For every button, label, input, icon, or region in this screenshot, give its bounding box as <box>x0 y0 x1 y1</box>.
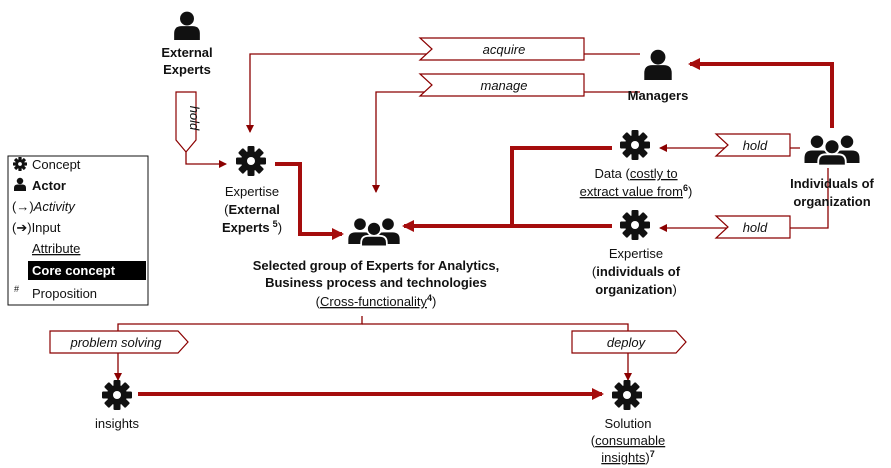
expertise-external-input <box>275 162 344 240</box>
selected-group-line1: Selected group of Experts for Analytics, <box>253 258 500 273</box>
data-prefix: Data ( <box>594 166 630 181</box>
data-gear-icon <box>620 130 650 160</box>
legend-gear-icon <box>13 157 27 171</box>
svg-text:organization): organization) <box>595 282 677 297</box>
data-concept: Data (costly to extract value from6) <box>580 130 693 199</box>
legend-proposition-mark: # <box>14 284 19 294</box>
problem-solving-label: problem solving <box>69 335 162 350</box>
expertise-external-paren-open: ( <box>224 202 229 217</box>
legend-activity: Activity <box>33 199 77 214</box>
selected-group-concept: Selected group of Experts for Analytics,… <box>253 217 500 309</box>
deploy-tag: deploy <box>571 330 687 354</box>
legend-input: Input <box>32 220 61 235</box>
deploy-arrow <box>362 323 632 381</box>
hold-expertise-arrow <box>659 168 829 232</box>
expertise-individuals-paren-open: ( <box>592 264 597 279</box>
hold-data-label: hold <box>743 138 768 153</box>
deploy-label: deploy <box>607 335 647 350</box>
legend-activity-prefix: (→) <box>12 199 34 214</box>
expertise-external-paren-close: ) <box>278 220 282 235</box>
solution-paren-close: ) <box>645 450 649 465</box>
individuals-label-line2: organization <box>793 194 870 209</box>
individuals-group-icon <box>803 134 861 166</box>
manage-label: manage <box>481 78 528 93</box>
selected-group-line2: Business process and technologies <box>265 275 487 290</box>
solution-underlined2: insights <box>601 450 646 465</box>
selected-group-paren-open: ( <box>316 294 321 309</box>
legend-input-prefix: (➔) <box>12 220 32 235</box>
expertise-external-sup: 5 <box>273 219 278 229</box>
selected-group-sup: 4 <box>427 293 432 303</box>
data-underlined1: costly to <box>630 166 678 181</box>
hold-external-tag: hold <box>175 91 202 153</box>
legend-core-concept: Core concept <box>32 263 116 278</box>
expertise-individuals-gear-icon <box>620 210 650 240</box>
solution-line1: Solution <box>605 416 652 431</box>
legend-attribute: Attribute <box>32 241 80 256</box>
selected-group-paren-close: ) <box>432 294 436 309</box>
manage-tag: manage <box>418 73 585 97</box>
svg-text:(Cross-functionality4): (Cross-functionality4) <box>316 293 437 309</box>
expertise-external-bold1: External <box>229 202 280 217</box>
svg-text:Data (costly to: Data (costly to <box>594 166 677 181</box>
solution-underlined1: consumable <box>595 433 665 448</box>
data-sup: 6 <box>683 183 688 193</box>
data-suffix: ) <box>688 184 692 199</box>
selected-group-underlined: Cross-functionality <box>320 294 427 309</box>
insights-gear-icon <box>102 380 132 410</box>
svg-text:(consumable: (consumable <box>591 433 665 448</box>
hold-data-tag: hold <box>714 133 791 157</box>
legend-actor: Actor <box>32 178 66 193</box>
insights-concept: insights <box>95 380 140 431</box>
legend-proposition: Proposition <box>32 286 97 301</box>
hold-expertise-tag: hold <box>714 215 791 239</box>
individuals-to-managers-input <box>688 58 834 128</box>
individuals-label-line1: Individuals of <box>790 176 874 191</box>
expertise-external-bold2: Experts <box>222 220 270 235</box>
data-input <box>510 146 612 226</box>
hold-expertise-label: hold <box>743 220 768 235</box>
legend-core-concept-bg <box>28 261 146 280</box>
solution-sup: 7 <box>650 449 655 459</box>
expertise-individuals-line1: Expertise <box>609 246 663 261</box>
svg-text:extract value from6): extract value from6) <box>580 183 693 199</box>
managers-label: Managers <box>628 88 689 103</box>
expertise-external-gear-icon <box>236 146 266 176</box>
external-experts-label-line1: External <box>161 45 212 60</box>
managers-actor: Managers <box>628 49 689 103</box>
solution-paren-open: ( <box>591 433 596 448</box>
expertise-individuals-concept: Expertise (individuals of organization) <box>592 210 681 297</box>
acquire-tag: acquire <box>418 37 585 61</box>
insights-label: insights <box>95 416 140 431</box>
acquire-label: acquire <box>483 42 526 57</box>
legend: Concept Actor (→)Activity (➔)Input Attri… <box>7 155 149 306</box>
solution-concept: Solution (consumable insights)7 <box>591 380 665 465</box>
expertise-individuals-paren-close: ) <box>672 282 676 297</box>
external-experts-label-line2: Experts <box>163 62 211 77</box>
svg-text:(→)Activity: (→)Activity <box>12 199 76 214</box>
data-underlined2: extract value from <box>580 184 683 199</box>
individuals-actor: Individuals of organization <box>790 134 875 209</box>
problem-solving-tag: problem solving <box>49 330 189 354</box>
svg-text:insights)7: insights)7 <box>601 449 654 465</box>
svg-text:(individuals of: (individuals of <box>592 264 681 279</box>
expertise-individuals-bold1: individuals of <box>596 264 680 279</box>
legend-concept: Concept <box>32 157 81 172</box>
expertise-individuals-bold2: organization <box>595 282 672 297</box>
external-experts-actor: External Experts <box>161 11 213 77</box>
managers-person-icon <box>644 49 672 80</box>
svg-text:(External: (External <box>224 202 280 217</box>
solution-gear-icon <box>612 380 642 410</box>
legend-box <box>7 155 149 306</box>
svg-text:(➔)Input: (➔)Input <box>12 220 61 235</box>
hold-external-label: hold <box>187 106 202 131</box>
external-experts-person-icon <box>174 11 200 40</box>
selected-group-icon <box>347 217 401 248</box>
expertise-external-line1: Expertise <box>225 184 279 199</box>
